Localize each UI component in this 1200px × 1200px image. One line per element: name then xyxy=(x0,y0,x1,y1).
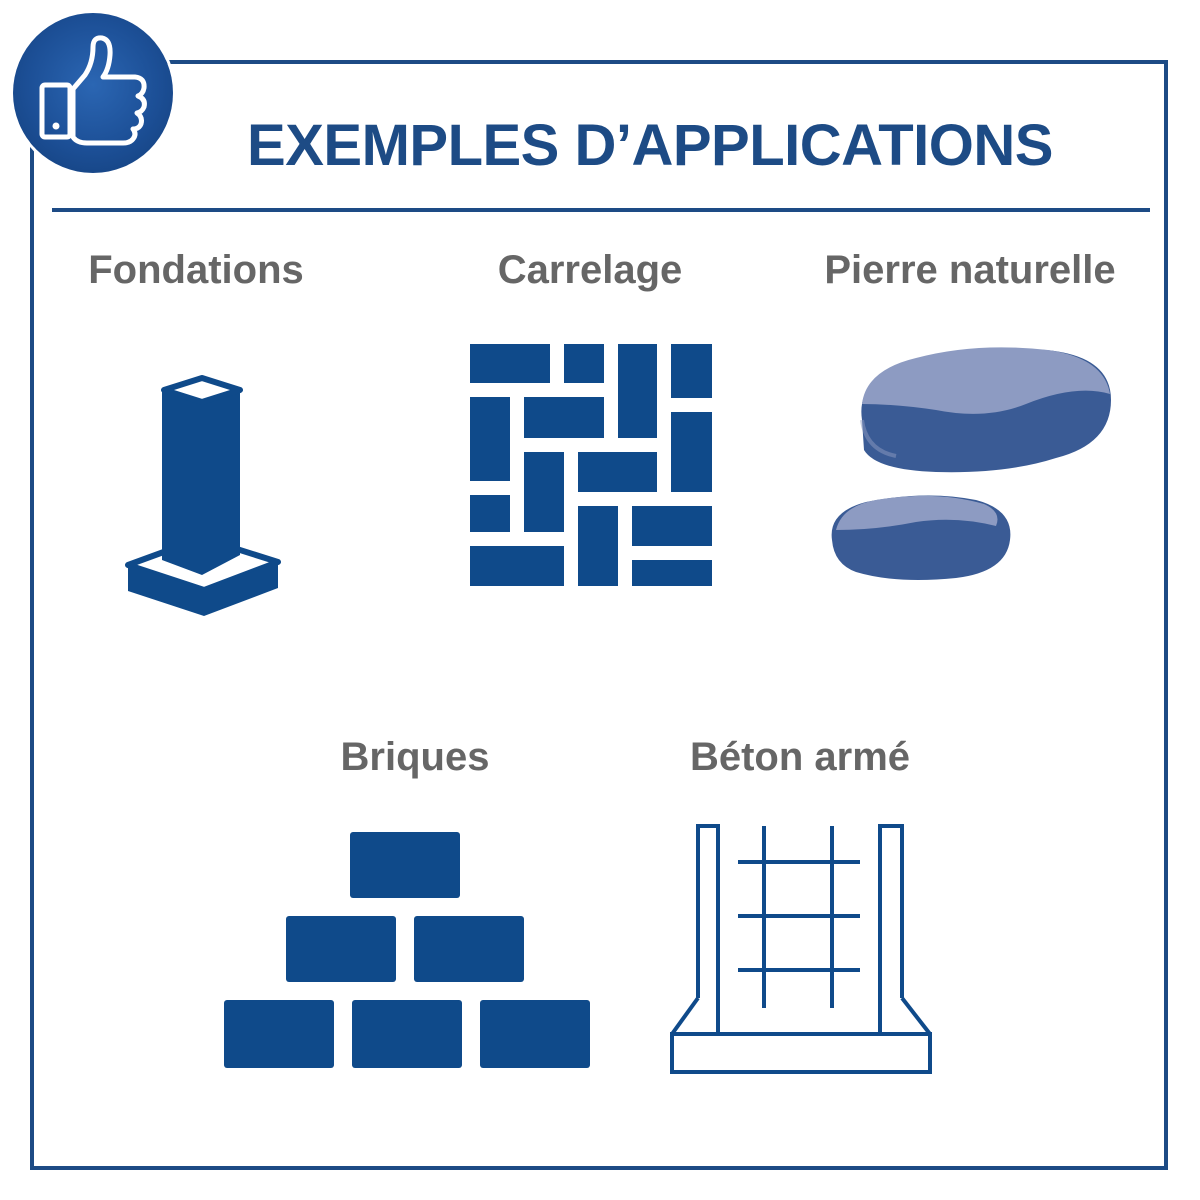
thumbs-up-icon xyxy=(39,35,147,146)
bricks-icon xyxy=(224,832,590,1068)
foundation-pillar-icon xyxy=(125,375,281,616)
title-divider xyxy=(52,208,1150,212)
reinforced-concrete-icon xyxy=(670,824,932,1074)
tile-pattern-icon xyxy=(470,344,712,586)
natural-stone-icon xyxy=(831,347,1111,580)
label-pierre-naturelle: Pierre naturelle xyxy=(824,248,1116,292)
label-beton-arme: Béton armé xyxy=(689,735,911,779)
content-frame xyxy=(30,60,1168,1170)
label-carrelage: Carrelage xyxy=(497,248,683,292)
page-title: EXEMPLES D’APPLICATIONS xyxy=(247,113,1053,178)
label-briques: Briques xyxy=(340,735,490,779)
badge xyxy=(13,13,173,173)
label-fondations: Fondations xyxy=(88,248,304,292)
